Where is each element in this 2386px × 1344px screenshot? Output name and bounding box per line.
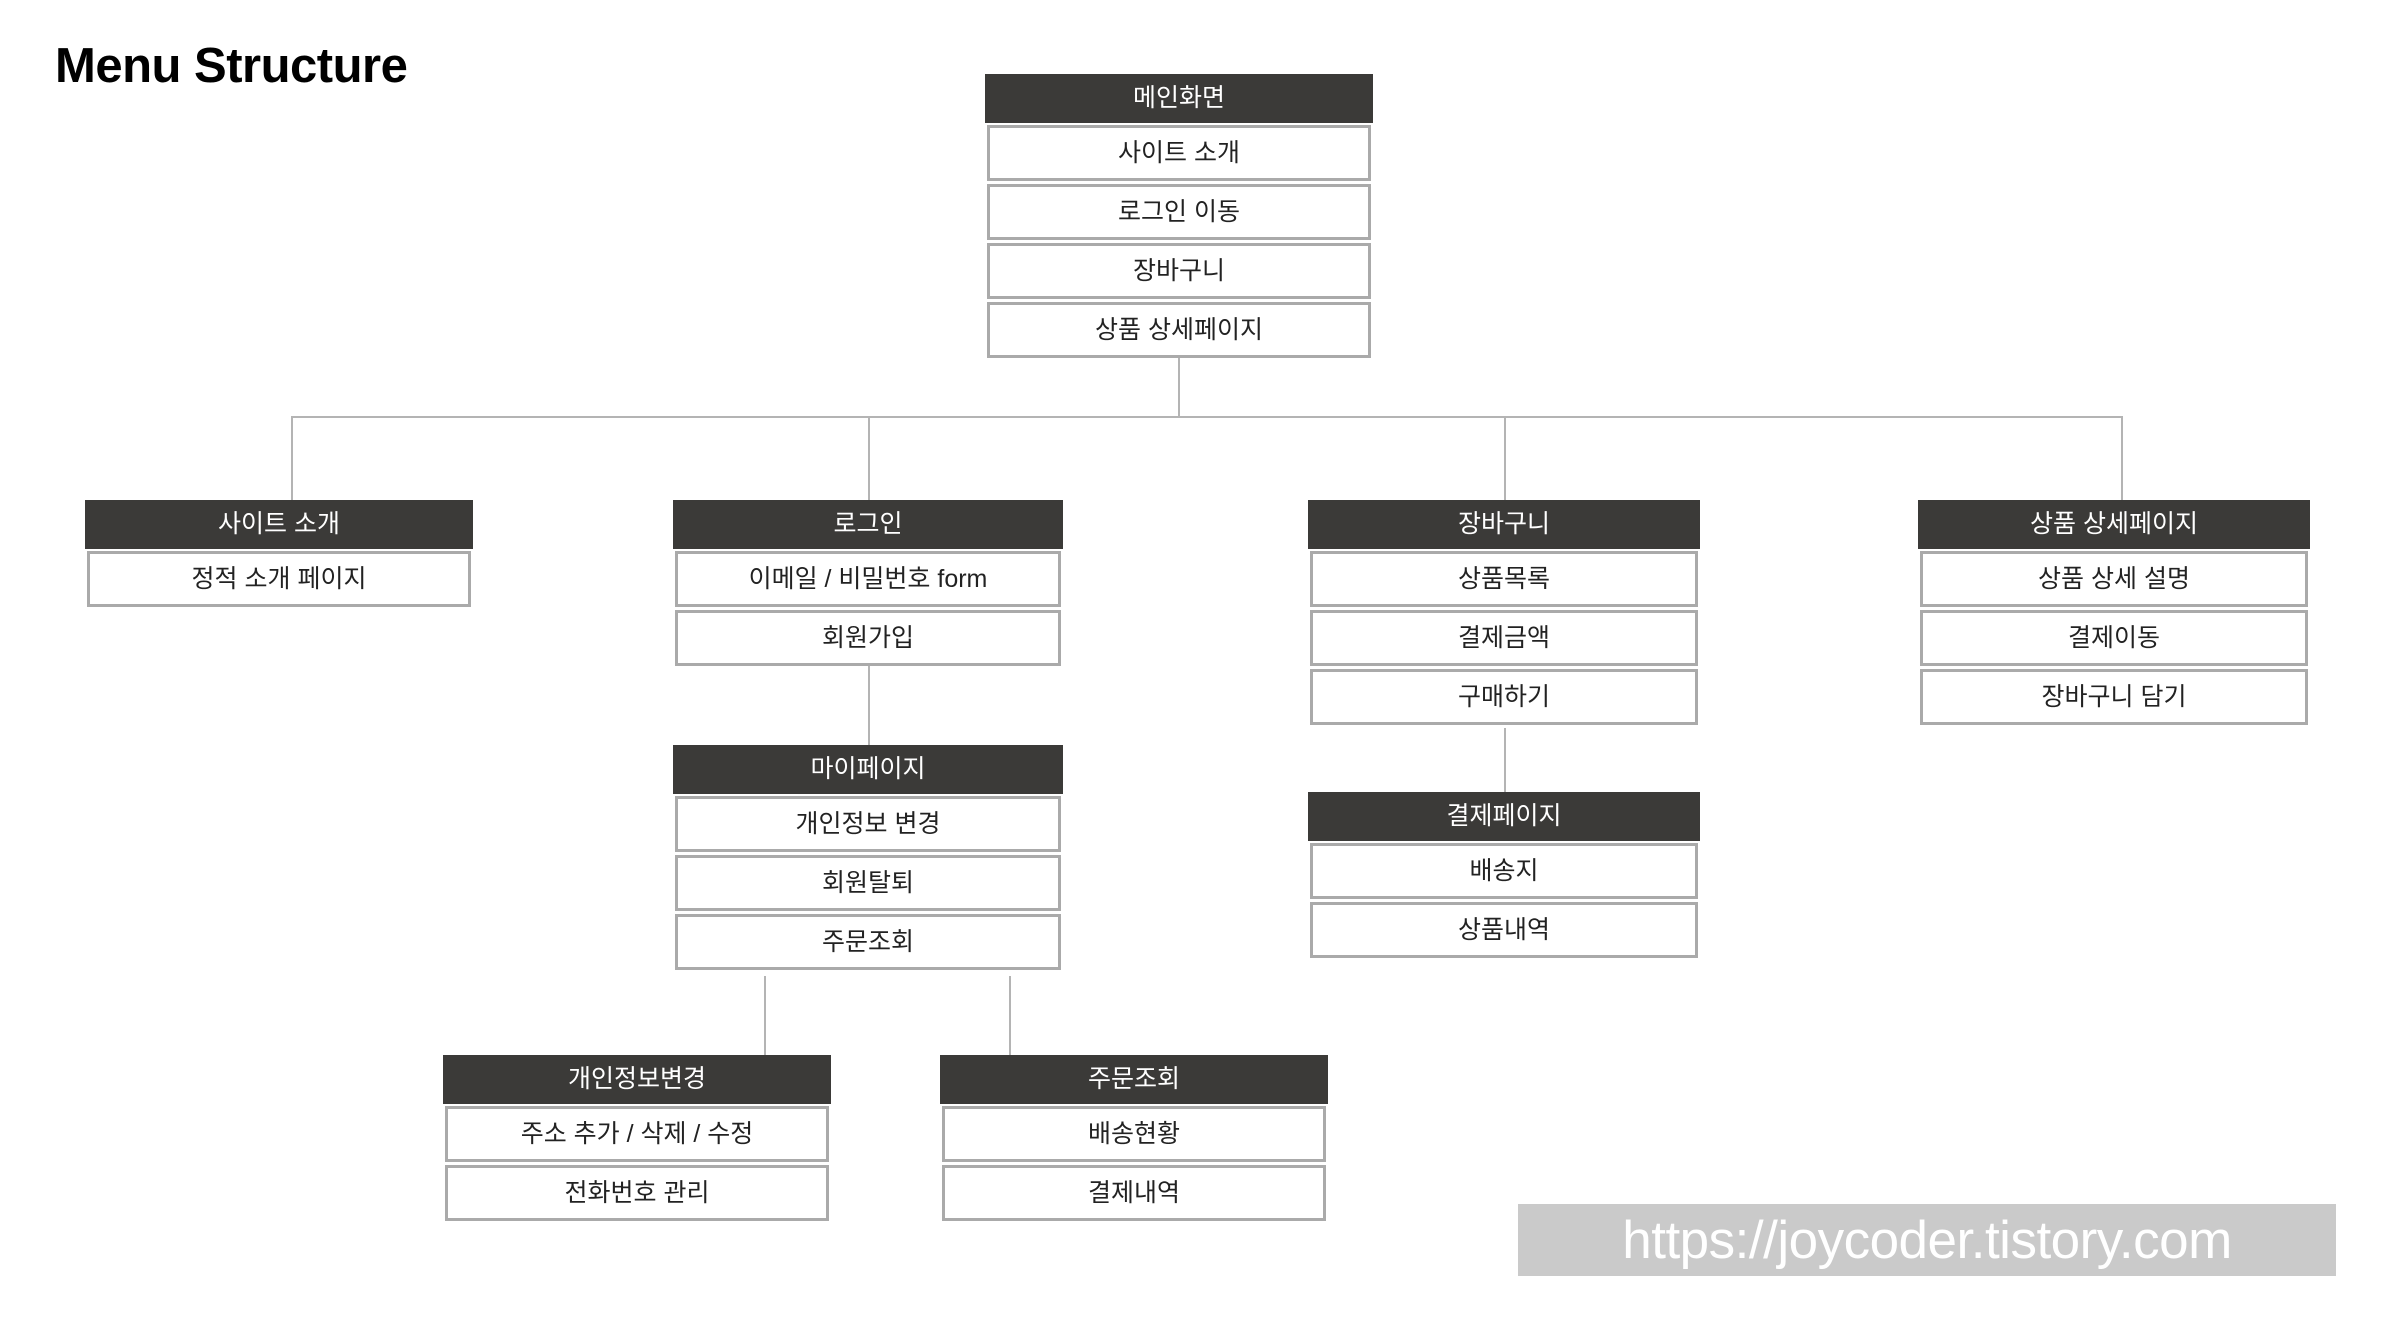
node-order-lookup[interactable]: 주문조회 배송현황 결제내역	[940, 1055, 1328, 1221]
connector-drop-cart	[1504, 416, 1506, 500]
connector-root-stem	[1178, 358, 1180, 418]
connector-drop-login	[868, 416, 870, 500]
node-profile-edit-child-1[interactable]: 전화번호 관리	[445, 1165, 829, 1221]
node-mypage-child-2[interactable]: 주문조회	[675, 914, 1061, 970]
node-site-intro-header[interactable]: 사이트 소개	[85, 500, 473, 549]
connector-login-to-mypage	[868, 666, 870, 746]
node-profile-edit-child-0[interactable]: 주소 추가 / 삭제 / 수정	[445, 1106, 829, 1162]
node-login-child-0[interactable]: 이메일 / 비밀번호 form	[675, 551, 1061, 607]
node-cart-child-0[interactable]: 상품목록	[1310, 551, 1698, 607]
node-product-detail-children: 상품 상세 설명 결제이동 장바구니 담기	[1918, 551, 2310, 725]
node-main-child-0[interactable]: 사이트 소개	[987, 125, 1371, 181]
watermark-url: https://joycoder.tistory.com	[1518, 1204, 2336, 1276]
node-mypage[interactable]: 마이페이지 개인정보 변경 회원탈퇴 주문조회	[673, 745, 1063, 970]
connector-cart-to-payment	[1504, 728, 1506, 792]
connector-mypage-to-profile-edit	[764, 976, 766, 1056]
node-login-children: 이메일 / 비밀번호 form 회원가입	[673, 551, 1063, 666]
node-payment-page[interactable]: 결제페이지 배송지 상품내역	[1308, 792, 1700, 958]
node-mypage-header[interactable]: 마이페이지	[673, 745, 1063, 794]
node-cart-child-2[interactable]: 구매하기	[1310, 669, 1698, 725]
node-mypage-child-0[interactable]: 개인정보 변경	[675, 796, 1061, 852]
node-payment-page-children: 배송지 상품내역	[1308, 843, 1700, 958]
node-payment-page-child-0[interactable]: 배송지	[1310, 843, 1698, 899]
node-main-header[interactable]: 메인화면	[985, 74, 1373, 123]
node-site-intro-child-0[interactable]: 정적 소개 페이지	[87, 551, 471, 607]
node-login-child-1[interactable]: 회원가입	[675, 610, 1061, 666]
node-product-detail-child-2[interactable]: 장바구니 담기	[1920, 669, 2308, 725]
node-site-intro-children: 정적 소개 페이지	[85, 551, 473, 607]
node-profile-edit[interactable]: 개인정보변경 주소 추가 / 삭제 / 수정 전화번호 관리	[443, 1055, 831, 1221]
connector-drop-product-detail	[2121, 416, 2123, 500]
node-product-detail-child-0[interactable]: 상품 상세 설명	[1920, 551, 2308, 607]
node-site-intro[interactable]: 사이트 소개 정적 소개 페이지	[85, 500, 473, 607]
node-cart-child-1[interactable]: 결제금액	[1310, 610, 1698, 666]
node-mypage-child-1[interactable]: 회원탈퇴	[675, 855, 1061, 911]
node-order-lookup-child-0[interactable]: 배송현황	[942, 1106, 1326, 1162]
node-login-header[interactable]: 로그인	[673, 500, 1063, 549]
node-cart-header[interactable]: 장바구니	[1308, 500, 1700, 549]
connector-mypage-to-order-lookup	[1009, 976, 1011, 1056]
node-main-child-2[interactable]: 장바구니	[987, 243, 1371, 299]
node-payment-page-child-1[interactable]: 상품내역	[1310, 902, 1698, 958]
node-product-detail-header[interactable]: 상품 상세페이지	[1918, 500, 2310, 549]
node-profile-edit-header[interactable]: 개인정보변경	[443, 1055, 831, 1104]
node-main-children: 사이트 소개 로그인 이동 장바구니 상품 상세페이지	[985, 125, 1373, 358]
node-order-lookup-header[interactable]: 주문조회	[940, 1055, 1328, 1104]
node-product-detail-child-1[interactable]: 결제이동	[1920, 610, 2308, 666]
page-title: Menu Structure	[55, 39, 408, 93]
node-product-detail[interactable]: 상품 상세페이지 상품 상세 설명 결제이동 장바구니 담기	[1918, 500, 2310, 725]
node-main-child-3[interactable]: 상품 상세페이지	[987, 302, 1371, 358]
connector-main-bus	[291, 416, 2123, 418]
node-order-lookup-child-1[interactable]: 결제내역	[942, 1165, 1326, 1221]
node-order-lookup-children: 배송현황 결제내역	[940, 1106, 1328, 1221]
node-cart[interactable]: 장바구니 상품목록 결제금액 구매하기	[1308, 500, 1700, 725]
node-login[interactable]: 로그인 이메일 / 비밀번호 form 회원가입	[673, 500, 1063, 666]
connector-drop-site-intro	[291, 416, 293, 500]
node-cart-children: 상품목록 결제금액 구매하기	[1308, 551, 1700, 725]
node-mypage-children: 개인정보 변경 회원탈퇴 주문조회	[673, 796, 1063, 970]
node-profile-edit-children: 주소 추가 / 삭제 / 수정 전화번호 관리	[443, 1106, 831, 1221]
node-main-child-1[interactable]: 로그인 이동	[987, 184, 1371, 240]
node-payment-page-header[interactable]: 결제페이지	[1308, 792, 1700, 841]
node-main[interactable]: 메인화면 사이트 소개 로그인 이동 장바구니 상품 상세페이지	[985, 74, 1373, 358]
